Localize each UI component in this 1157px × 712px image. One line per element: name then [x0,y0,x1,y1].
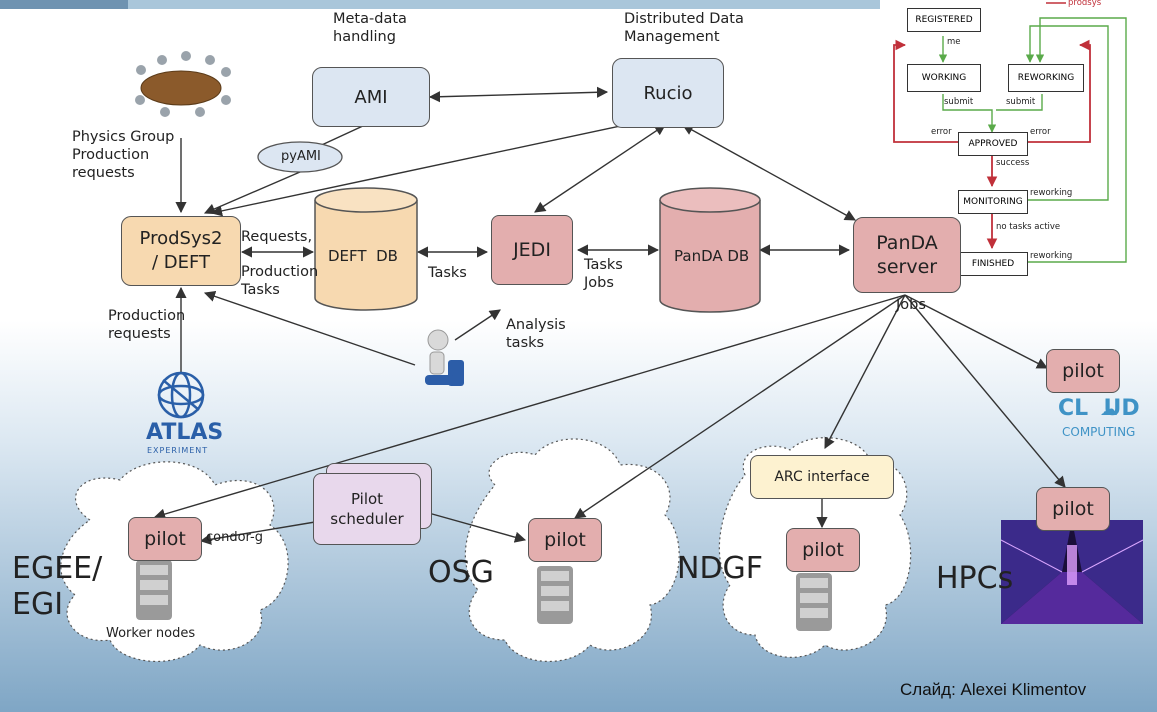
grid-label-ndgf: NDGF [677,551,764,586]
edge-reworking-1: reworking [1030,188,1073,198]
pilot-ndgf: pilot [786,528,860,572]
cloud-logo-subtext: COMPUTING [1062,425,1136,439]
node-panda-server: PanDA server [853,217,961,293]
edge-no-tasks: no tasks active [996,222,1061,232]
state-working: WORKING [907,64,981,92]
state-finished: FINISHED [958,252,1028,276]
node-arc-interface: ARC interface [750,455,894,499]
node-deft-db: DEFT DB [328,247,398,265]
label-production-requests: Production requests [108,308,186,342]
deft-db-cylinder [314,187,418,311]
label-jobs: Jobs [896,297,926,313]
edge-error-1: error [931,127,952,137]
label-tasks: Tasks [428,265,467,281]
atlas-logo-text: ATLAS [146,420,224,445]
node-jedi: JEDI [491,215,573,285]
grid-label-egee: EGEE/ EGI [12,551,103,622]
node-ami: AMI [312,67,430,127]
edge-reworking-2: reworking [1030,251,1073,261]
cloud-icon: ☁ [1100,399,1118,420]
node-prodsys-deft: ProdSys2 / DEFT [121,216,241,286]
label-analysis-tasks: Analysis tasks [506,317,566,351]
edge-success: success [996,158,1030,168]
server-icon-ndgf [796,573,832,631]
cloud-logo-text: CL UD [1058,396,1140,421]
server-icon-osg [537,566,573,624]
meeting-group-icon [135,51,231,117]
node-pyami: pyAMI [281,149,321,164]
label-condor-g: condor-g [206,530,264,545]
edge-error-2: error [1030,127,1051,137]
state-reworking: REWORKING [1008,64,1084,92]
edge-me: me [947,37,961,47]
label-physics-group: Physics Group Production requests [72,129,175,181]
label-tasks-jobs: Tasks Jobs [584,257,623,291]
state-monitoring: MONITORING [958,190,1028,214]
label-requests: Requests, [241,229,313,245]
atlas-logo-subtext: EXPERIMENT [147,446,209,455]
edge-submit-1: submit [944,97,974,107]
analysis-user-icon [425,329,464,386]
pilot-osg: pilot [528,518,602,562]
pilot-egee: pilot [128,517,202,561]
connections [153,86,1066,545]
grid-label-hpcs: HPCs [936,561,1014,596]
state-registered: REGISTERED [907,8,981,32]
pilot-hpc: pilot [1036,487,1110,531]
node-pilot-scheduler: Pilot scheduler [313,473,421,545]
workflow-legend-prodsys: prodsys [1068,0,1102,8]
hpc-image [1000,520,1144,624]
grid-cloud-egee [60,461,289,663]
state-approved: APPROVED [958,132,1028,156]
node-rucio: Rucio [612,58,724,128]
label-production-tasks: Production Tasks [241,264,319,298]
server-icon-egee [136,560,172,620]
grid-label-osg: OSG [428,555,494,590]
atlas-logo [157,371,205,419]
panda-db-cylinder [659,187,761,313]
edge-submit-2: submit [1006,97,1036,107]
pyami-ellipse [257,141,343,173]
label-worker-nodes: Worker nodes [106,626,196,641]
node-panda-db: PanDA DB [674,247,750,265]
pilot-cloud: pilot [1046,349,1120,393]
label-meta-data: Meta-data handling [333,11,407,45]
label-ddm: Distributed Data Management [624,11,744,45]
slide-credit: Слайд: Alexei Klimentov [900,680,1087,699]
